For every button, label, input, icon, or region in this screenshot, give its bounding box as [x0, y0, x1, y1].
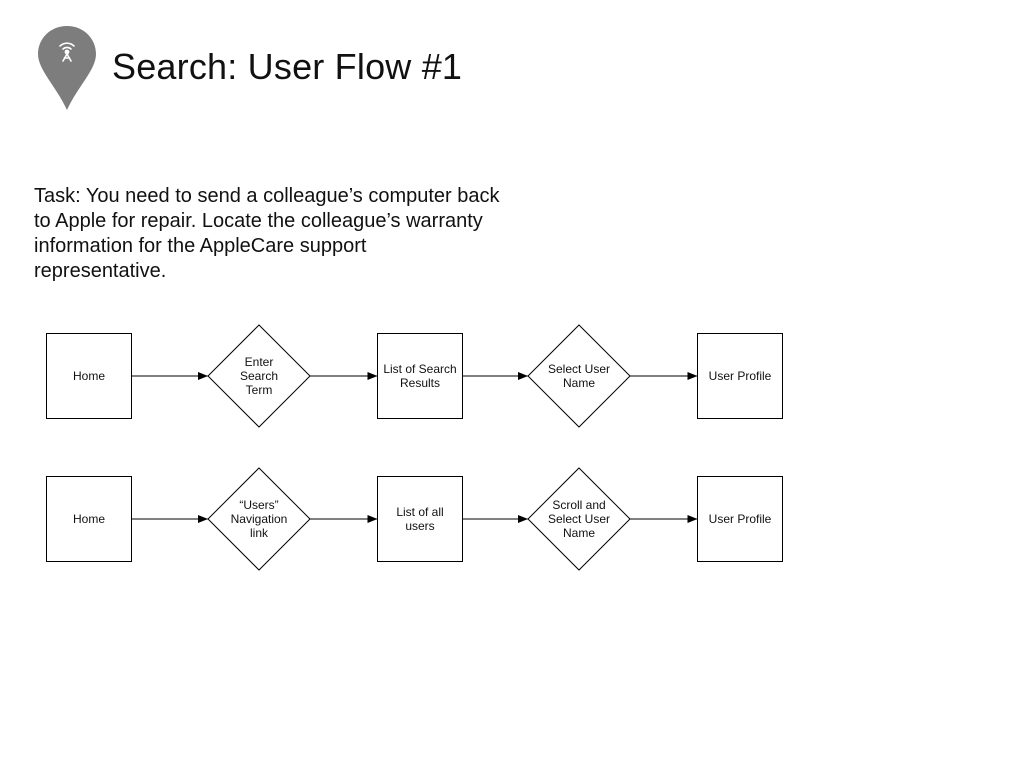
step-box-shape [697, 476, 783, 562]
decision-diamond-shape [527, 467, 631, 571]
node-label-line: Home [73, 369, 105, 383]
flow-step-box: User Profile [697, 333, 783, 419]
node-label-line: Scroll and [552, 498, 605, 512]
flow-step-box: Home [46, 476, 132, 562]
node-label-line: Name [563, 526, 595, 540]
node-label-line: Enter [245, 355, 274, 369]
flow-step-box: User Profile [697, 476, 783, 562]
step-box-shape [46, 333, 132, 419]
node-label-line: User Profile [709, 369, 772, 383]
decision-diamond-shape [527, 324, 631, 428]
node-label-line: Home [73, 512, 105, 526]
node-label-line: users [405, 519, 434, 533]
node-label-line: Select User [548, 512, 610, 526]
step-box-shape [377, 476, 463, 562]
node-label-line: Search [240, 369, 278, 383]
node-label-line: List of all [396, 505, 443, 519]
page-title: Search: User Flow #1 [112, 46, 463, 87]
node-label-line: User Profile [709, 512, 772, 526]
node-label-line: “Users” [239, 498, 278, 512]
location-pin-icon [38, 26, 96, 110]
node-label-line: List of Search [383, 362, 456, 376]
step-box-shape [46, 476, 132, 562]
node-label-line: Term [246, 383, 273, 397]
node-label-line: Name [563, 376, 595, 390]
decision-diamond-shape [207, 324, 311, 428]
node-label-line: Navigation [231, 512, 288, 526]
flow-step-box: Home [46, 333, 132, 419]
step-box-shape [697, 333, 783, 419]
task-description: Task: You need to send a colleague’s com… [34, 185, 500, 282]
node-label-line: link [250, 526, 269, 540]
decision-diamond-shape [207, 467, 311, 571]
node-label-line: Results [400, 376, 440, 390]
node-label-line: Select User [548, 362, 610, 376]
